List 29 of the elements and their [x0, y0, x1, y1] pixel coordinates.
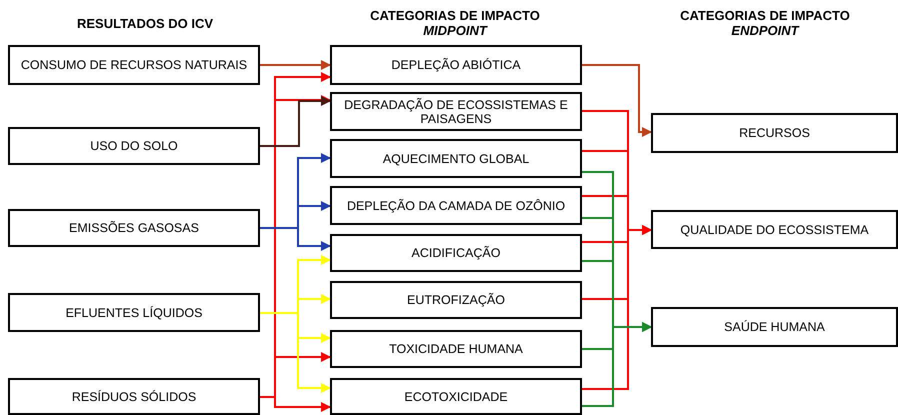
connector-arrow: [260, 96, 331, 147]
column-heading: RESULTADOS DO ICV: [76, 16, 214, 31]
category-box: DEPLEÇÃO ABIÓTICA: [330, 45, 582, 85]
connector-arrow: [582, 64, 652, 137]
connector-arrow: [582, 322, 652, 407]
category-box: EMISSÕES GASOSAS: [8, 209, 260, 247]
connector-arrow: [260, 312, 331, 393]
connector-arrow: [582, 225, 652, 390]
category-box: SAÚDE HUMANA: [651, 307, 898, 347]
column-heading: MIDPOINT: [422, 23, 489, 38]
connector-arrow: [260, 60, 331, 70]
category-box: TOXICIDADE HUMANA: [330, 330, 582, 368]
category-box: EUTROFIZAÇÃO: [330, 281, 582, 319]
column-heading: CATEGORIAS DE IMPACTO: [369, 8, 541, 23]
category-box: CONSUMO DE RECURSOS NATURAIS: [8, 45, 260, 85]
category-box: DEPLEÇÃO DA CAMADA DE OZÔNIO: [330, 186, 582, 225]
category-box: RESÍDUOS SÓLIDOS: [8, 378, 260, 415]
connector-arrow: [260, 227, 331, 251]
category-box: RECURSOS: [651, 113, 898, 153]
category-box: AQUECIMENTO GLOBAL: [330, 139, 582, 178]
category-box: ACIDIFICAÇÃO: [330, 234, 582, 272]
connector-arrow: [260, 396, 331, 412]
column-heading: CATEGORIAS DE IMPACTO: [679, 8, 851, 23]
category-box: EFLUENTES LÍQUIDOS: [8, 293, 260, 332]
category-box: ECOTOXICIDADE: [330, 378, 582, 415]
category-box: DEGRADAÇÃO DE ECOSSISTEMAS E PAISAGENS: [330, 92, 582, 131]
category-box: USO DO SOLO: [8, 127, 260, 165]
category-box: QUALIDADE DO ECOSSISTEMA: [651, 210, 898, 249]
column-heading: ENDPOINT: [730, 23, 800, 38]
